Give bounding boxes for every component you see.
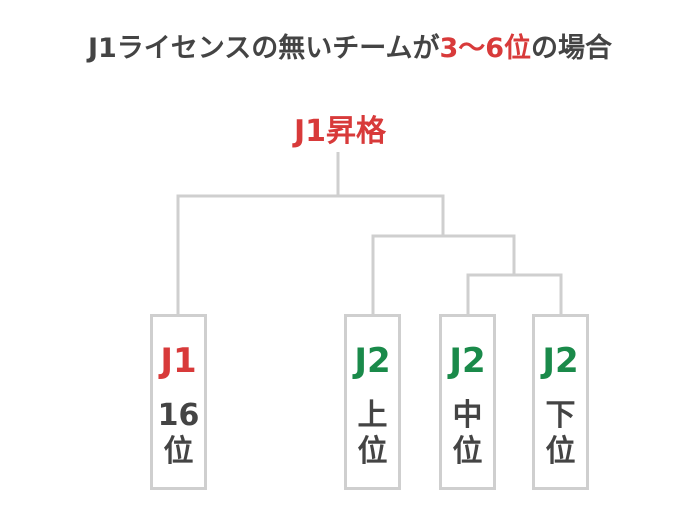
bracket-final	[176, 194, 445, 314]
team-box-j1-16: J1 16 位	[150, 314, 207, 490]
winner-label: J1昇格	[293, 114, 387, 149]
title-highlight: 3〜6位	[439, 33, 532, 64]
team-rank-suffix: 位	[452, 434, 483, 469]
team-box-j2-upper: J2 上 位	[344, 314, 401, 490]
team-league: J2	[354, 341, 391, 381]
team-rank: 下	[545, 398, 576, 433]
diagram-title: J1ライセンスの無いチームが3〜6位の場合	[0, 26, 700, 65]
title-prefix: J1ライセンスの無いチームが	[87, 33, 440, 64]
team-league: J2	[449, 341, 486, 381]
team-rank-suffix: 位	[163, 434, 194, 469]
team-rank-suffix: 位	[357, 434, 388, 469]
team-box-j2-middle: J2 中 位	[439, 314, 496, 490]
team-league: J2	[542, 341, 579, 381]
team-rank: 中	[452, 398, 483, 433]
bracket-quarterfinal	[466, 273, 563, 314]
team-rank: 16	[157, 398, 200, 433]
title-suffix: の場合	[531, 33, 613, 64]
team-box-j2-lower: J2 下 位	[532, 314, 589, 490]
team-rank: 上	[357, 398, 388, 433]
bracket-semifinal	[371, 234, 516, 314]
team-rank-suffix: 位	[545, 434, 576, 469]
team-league: J1	[160, 341, 197, 381]
